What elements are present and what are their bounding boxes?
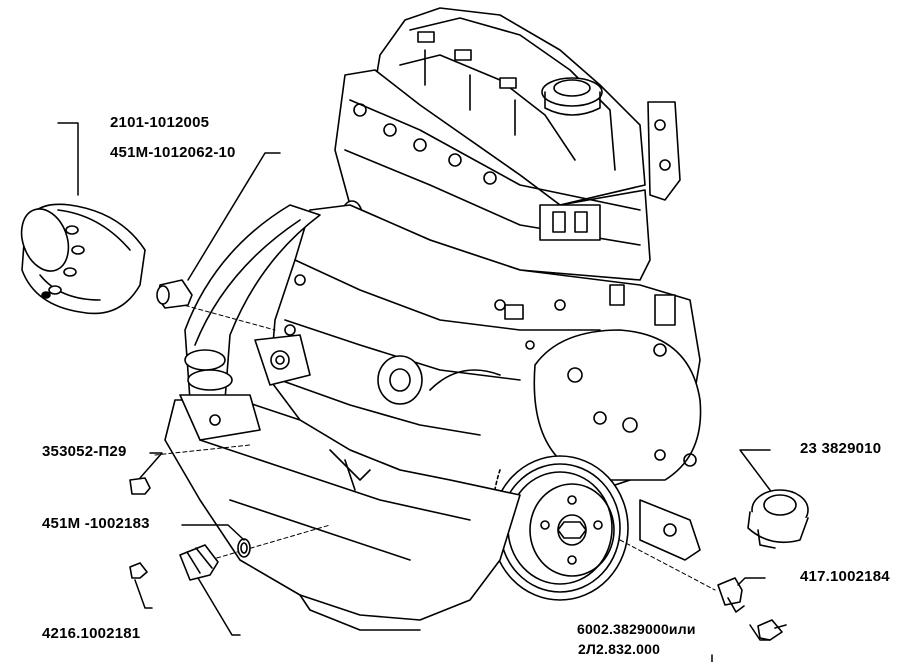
tee-fitting (717, 577, 745, 613)
callout-filter-fitting: 451M-1012062-10 (110, 144, 236, 161)
callout-adapter: 4216.1002181 (42, 625, 141, 642)
adapter (179, 544, 219, 581)
callout-pressure-sensor: 23 3829010 (800, 440, 882, 457)
pressure-sensor (747, 489, 809, 549)
warning-sensor (757, 619, 787, 641)
callout-tee-fitting: 417.1002184 (800, 568, 890, 585)
callout-warning-sensor-line2: 2Л2.832.000 (578, 641, 661, 657)
filter-fitting (156, 279, 193, 309)
seal-ring (237, 538, 251, 558)
small-plug (129, 562, 148, 579)
callout-seal-ring: 451M -1002183 (42, 515, 150, 532)
oil-filter (20, 203, 146, 315)
callout-drain-plug: 353052-П29 (42, 443, 127, 460)
leader-lines (57, 122, 771, 662)
engine-block (154, 7, 716, 631)
callout-oil-filter: 2101-1012005 (110, 114, 210, 131)
callout-warning-sensor-line1: 6002.3829000или (577, 621, 696, 637)
crankshaft-pulley (490, 455, 629, 601)
drain-plug (129, 477, 151, 495)
